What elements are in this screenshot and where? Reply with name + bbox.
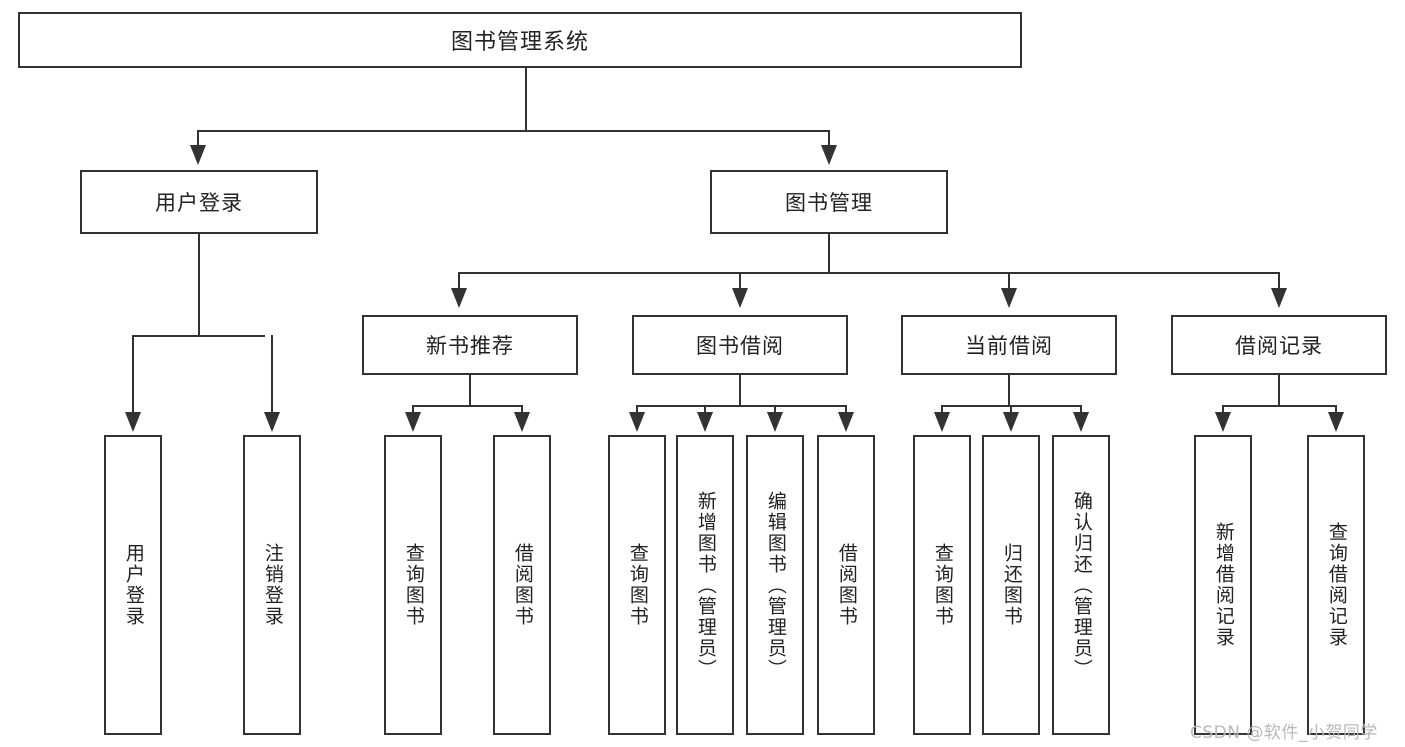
node-new-book-recommend[interactable]: 新书推荐 — [362, 315, 578, 375]
arrowhead-borrow-record — [1271, 288, 1287, 308]
node-root-label: 图书管理系统 — [450, 30, 589, 55]
node-leaf-query-borrow-record[interactable]: 查询借阅记录 — [1307, 435, 1365, 735]
leaf-label: 新增图书（管理员） — [694, 490, 717, 680]
connector-bb-drop-4 — [845, 405, 847, 415]
connector-user-login-stem — [198, 234, 200, 335]
connector-user-login-bar — [132, 335, 265, 337]
arrowhead-book-manage — [821, 145, 837, 165]
connector-cb-drop-1 — [941, 405, 943, 415]
arrowhead-leaf-confirm-return — [1073, 412, 1089, 432]
connector-cb-drop-2 — [1010, 405, 1012, 415]
node-leaf-add-borrow-record[interactable]: 新增借阅记录 — [1194, 435, 1252, 735]
node-leaf-borrow-book-2[interactable]: 借阅图书 — [817, 435, 875, 735]
connector-bb-drop-3 — [774, 405, 776, 415]
connector-book-manage-stem — [828, 234, 830, 272]
node-book-manage[interactable]: 图书管理 — [710, 170, 948, 234]
connector-l3-drop-4 — [1278, 272, 1280, 296]
arrowhead-book-borrow — [732, 288, 748, 308]
arrowhead-leaf-query-borrow-record — [1328, 412, 1344, 432]
arrowhead-leaf-return-book — [1003, 412, 1019, 432]
leaf-label: 注销登录 — [261, 543, 284, 627]
leaf-label: 查询借阅记录 — [1325, 522, 1348, 648]
arrowhead-leaf-borrow-book-2 — [838, 412, 854, 432]
leaf-label: 归还图书 — [1000, 543, 1023, 627]
arrowhead-user-login — [190, 145, 206, 165]
connector-root-drop-left — [197, 130, 199, 157]
arrowhead-leaf-add-book — [697, 412, 713, 432]
connector-user-login-drop-1 — [132, 335, 134, 415]
connector-bb-stem — [739, 375, 741, 405]
connector-root-bar — [197, 130, 829, 132]
connector-root-drop-right — [828, 130, 830, 157]
arrowhead-leaf-query-book-2 — [629, 412, 645, 432]
node-leaf-return-book[interactable]: 归还图书 — [982, 435, 1040, 735]
connector-bb-drop-1 — [636, 405, 638, 415]
connector-cb-drop-3 — [1080, 405, 1082, 415]
connector-l3-drop-3 — [1008, 272, 1010, 296]
node-leaf-query-book-3[interactable]: 查询图书 — [913, 435, 971, 735]
connector-root-stem — [525, 68, 527, 130]
node-new-book-recommend-label: 新书推荐 — [426, 334, 514, 358]
connector-nbr-stem — [469, 375, 471, 405]
leaf-label: 编辑图书（管理员） — [764, 490, 787, 680]
node-user-login-label: 用户登录 — [155, 191, 243, 215]
leaf-label: 借阅图书 — [835, 543, 858, 627]
node-current-borrow-label: 当前借阅 — [965, 334, 1053, 358]
node-leaf-logout-login[interactable]: 注销登录 — [243, 435, 301, 735]
node-leaf-user-login[interactable]: 用户登录 — [104, 435, 162, 735]
node-current-borrow[interactable]: 当前借阅 — [901, 315, 1117, 375]
leaf-label: 确认归还（管理员） — [1070, 490, 1093, 680]
connector-l3-drop-1 — [458, 272, 460, 296]
node-root-system[interactable]: 图书管理系统 — [18, 12, 1022, 68]
node-book-manage-label: 图书管理 — [785, 191, 873, 215]
connector-nbr-drop-1 — [412, 405, 414, 415]
connector-book-manage-bar — [458, 272, 1280, 274]
connector-br-drop-2 — [1335, 405, 1337, 415]
node-borrow-record[interactable]: 借阅记录 — [1171, 315, 1387, 375]
node-leaf-confirm-return[interactable]: 确认归还（管理员） — [1052, 435, 1110, 735]
node-user-login[interactable]: 用户登录 — [80, 170, 318, 234]
connector-br-bar — [1222, 405, 1336, 407]
arrowhead-leaf-edit-book — [767, 412, 783, 432]
connector-br-drop-1 — [1222, 405, 1224, 415]
leaf-label: 查询图书 — [626, 543, 649, 627]
arrowhead-new-book-recommend — [451, 288, 467, 308]
csdn-watermark: CSDN @软件_小贺同学 — [1190, 723, 1378, 743]
node-leaf-query-book-1[interactable]: 查询图书 — [384, 435, 442, 735]
arrowhead-leaf-add-borrow-record — [1215, 412, 1231, 432]
node-leaf-add-book[interactable]: 新增图书（管理员） — [676, 435, 734, 735]
node-book-borrow[interactable]: 图书借阅 — [632, 315, 848, 375]
connector-l3-drop-2 — [739, 272, 741, 296]
node-leaf-edit-book[interactable]: 编辑图书（管理员） — [746, 435, 804, 735]
arrowhead-leaf-query-book-3 — [934, 412, 950, 432]
connector-cb-stem — [1008, 375, 1010, 405]
arrowhead-leaf-query-book-1 — [405, 412, 421, 432]
connector-bb-drop-2 — [704, 405, 706, 415]
connector-br-stem — [1278, 375, 1280, 405]
node-book-borrow-label: 图书借阅 — [696, 334, 784, 358]
connector-nbr-drop-2 — [521, 405, 523, 415]
arrowhead-leaf-user-login — [125, 412, 141, 432]
connector-nbr-bar — [412, 405, 522, 407]
node-leaf-query-book-2[interactable]: 查询图书 — [608, 435, 666, 735]
leaf-label: 查询图书 — [931, 543, 954, 627]
connector-user-login-drop-2 — [271, 335, 273, 415]
arrowhead-leaf-borrow-book-1 — [514, 412, 530, 432]
arrowhead-current-borrow — [1001, 288, 1017, 308]
node-leaf-borrow-book-1[interactable]: 借阅图书 — [493, 435, 551, 735]
leaf-label: 查询图书 — [402, 543, 425, 627]
arrowhead-leaf-logout-login — [264, 412, 280, 432]
leaf-label: 借阅图书 — [511, 543, 534, 627]
leaf-label: 新增借阅记录 — [1212, 522, 1235, 648]
node-borrow-record-label: 借阅记录 — [1235, 334, 1323, 358]
leaf-label: 用户登录 — [122, 543, 145, 627]
connector-bb-bar — [636, 405, 846, 407]
